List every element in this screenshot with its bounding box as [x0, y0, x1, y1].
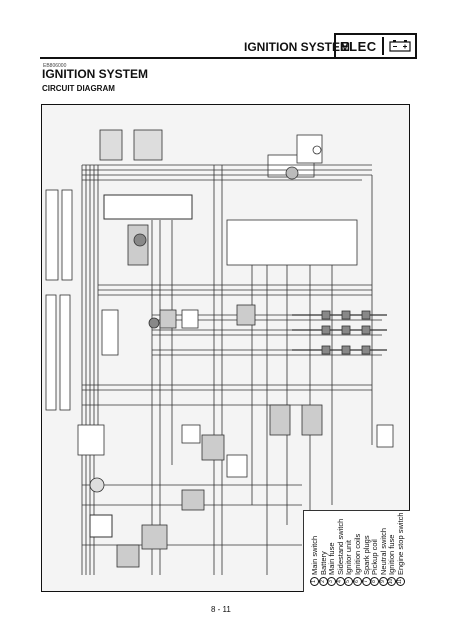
legend-item-label: Engine stop switch	[395, 512, 405, 575]
battery-icon	[382, 37, 415, 55]
legend-item-number: 8	[370, 577, 380, 586]
page-number: 8 - 11	[211, 605, 231, 614]
legend-item-label: Battery	[318, 551, 328, 575]
page-subtitle: CIRCUIT DIAGRAM	[42, 84, 115, 93]
legend-item-label: Sidestand switch	[335, 518, 345, 575]
legend-item-label: Ignition coils	[352, 533, 362, 575]
legend-item-label: Main fuse	[326, 542, 336, 575]
legend-panel	[303, 510, 410, 592]
legend-item-label: Ignitor unit	[344, 539, 354, 575]
circuit-diagram-drawing	[45, 129, 394, 575]
document-code: EB806000	[43, 63, 67, 69]
section-header-title: IGNITION SYSTEM	[244, 40, 351, 54]
legend-item-number: 6	[353, 577, 362, 586]
elec-badge: ELEC	[334, 33, 417, 59]
page-title: IGNITION SYSTEM	[42, 67, 149, 81]
legend-item: 8 Pickup coil	[369, 539, 380, 586]
legend-item-label: Neutral switch	[378, 527, 388, 575]
legend-item-label: Ignition fuse	[387, 534, 397, 575]
legend-item: 3 Main fuse	[326, 542, 337, 586]
legend-item-label: Main switch	[309, 535, 319, 575]
legend-item: 1 Main switch	[310, 536, 319, 586]
header-rule	[40, 57, 413, 59]
legend-item-number: 3	[327, 577, 337, 586]
circuit-diagram	[41, 104, 410, 592]
elec-badge-label: ELEC	[340, 38, 377, 54]
legend-item: 11 Engine stop switch	[396, 512, 405, 586]
legend-item-number: 1	[310, 577, 319, 586]
legend-item: 6 Ignition coils	[353, 534, 362, 586]
legend-item-label: Pickup coil	[369, 539, 379, 575]
legend-item-number: 11	[396, 577, 405, 586]
legend-item-label: Spark plugs	[361, 535, 371, 575]
